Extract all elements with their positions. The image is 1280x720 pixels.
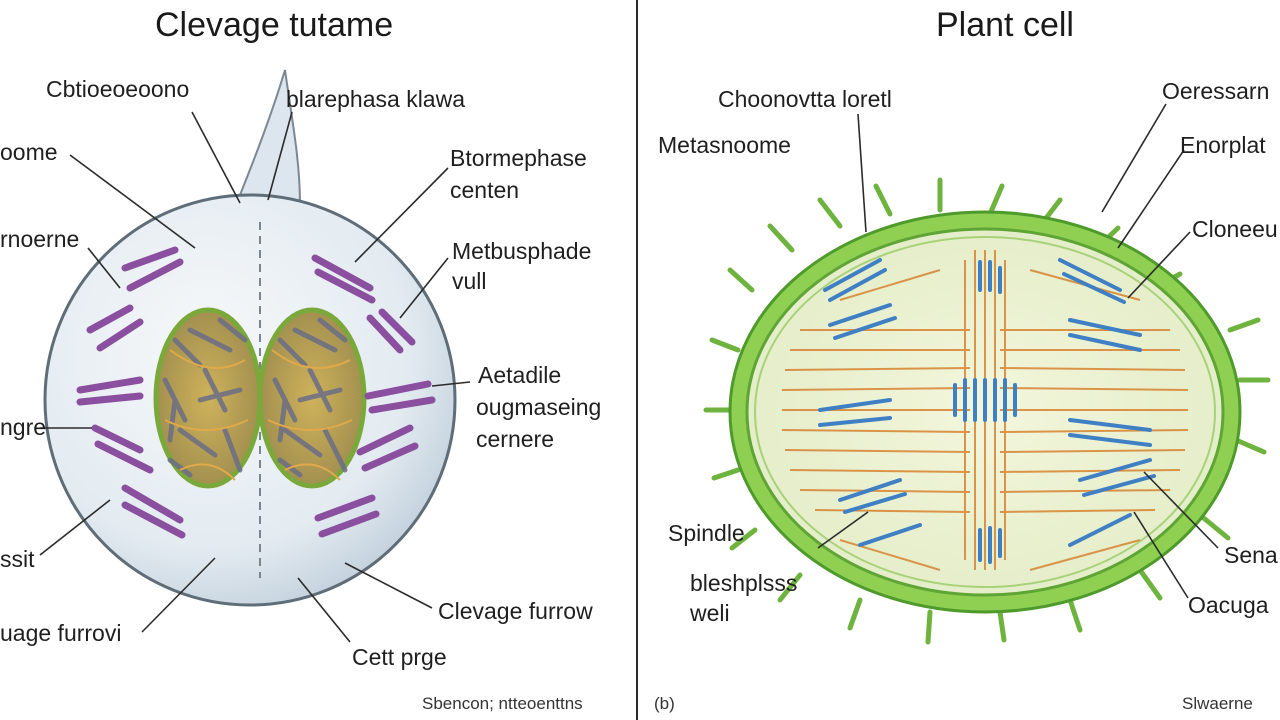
leader-lines-right (817, 103, 1219, 599)
label-uage-furrovi: uage furrovi (0, 620, 122, 646)
plant-panel-title: Plant cell (936, 6, 1074, 44)
label-btormephase: Btormephase (450, 145, 587, 171)
label-cernere: cernere (476, 426, 554, 452)
label-oacuga: Oacuga (1188, 592, 1269, 618)
plasma-membrane (754, 236, 1216, 588)
daughter-nucleus-left (153, 307, 263, 489)
label-ougmaseing: ougmaseing (476, 394, 602, 420)
label-aetadile: Aetadile (478, 362, 562, 388)
label-cett-prge: Cett prge (352, 644, 447, 670)
animal-panel-title: Clevage tutame (155, 6, 394, 44)
panel-divider (636, 0, 638, 720)
leader-lines (39, 111, 471, 643)
label-bleshplsss: bleshplsss (690, 570, 798, 596)
daughter-nucleus-right (257, 307, 367, 489)
plant-cell-panel: Plant cell Choonovtta loretl Oeressarn M… (640, 0, 1280, 720)
label-metbusphade: Metbusphade (452, 238, 592, 264)
label-cloneeu: Cloneeu (1192, 216, 1278, 242)
label-metasnoome: Metasnoome (658, 132, 791, 158)
label-clevage-furrow: Clevage furrow (438, 598, 593, 624)
label-sena: Sena (1224, 542, 1278, 568)
label-centen: centen (450, 177, 520, 203)
label-ssit: ssit (0, 546, 35, 572)
right-credit: Slwaerne (1182, 694, 1253, 713)
plant-cell-illustration (703, 103, 1271, 645)
cell-neck (234, 69, 302, 206)
label-choonovtta-loretl: Choonovtta loretl (718, 86, 892, 112)
animal-cell-illustration (39, 69, 471, 643)
chromosomes (76, 246, 436, 539)
label-spindle: Spindle (668, 520, 745, 546)
label-oeressarn: Oeressarn (1162, 78, 1270, 104)
label-vull: vull (452, 268, 487, 294)
label-oome: oome (0, 139, 58, 165)
animal-cell-panel: Clevage tutame Cbtioeoeoono blarephasa k… (0, 0, 636, 720)
label-cbtioeoeoono: Cbtioeoeoono (46, 76, 190, 102)
label-rnoerne: rnoerne (0, 226, 80, 252)
right-credit-marker: (b) (654, 694, 675, 713)
label-weli: weli (690, 600, 730, 626)
label-ngre: ngre (0, 414, 47, 440)
label-blarephasa-klawa: blarephasa klawa (286, 86, 466, 112)
chromatids (818, 258, 1156, 564)
label-enorplat: Enorplat (1180, 132, 1266, 158)
left-credit: Sbencon; ntteoenttns (422, 694, 583, 713)
